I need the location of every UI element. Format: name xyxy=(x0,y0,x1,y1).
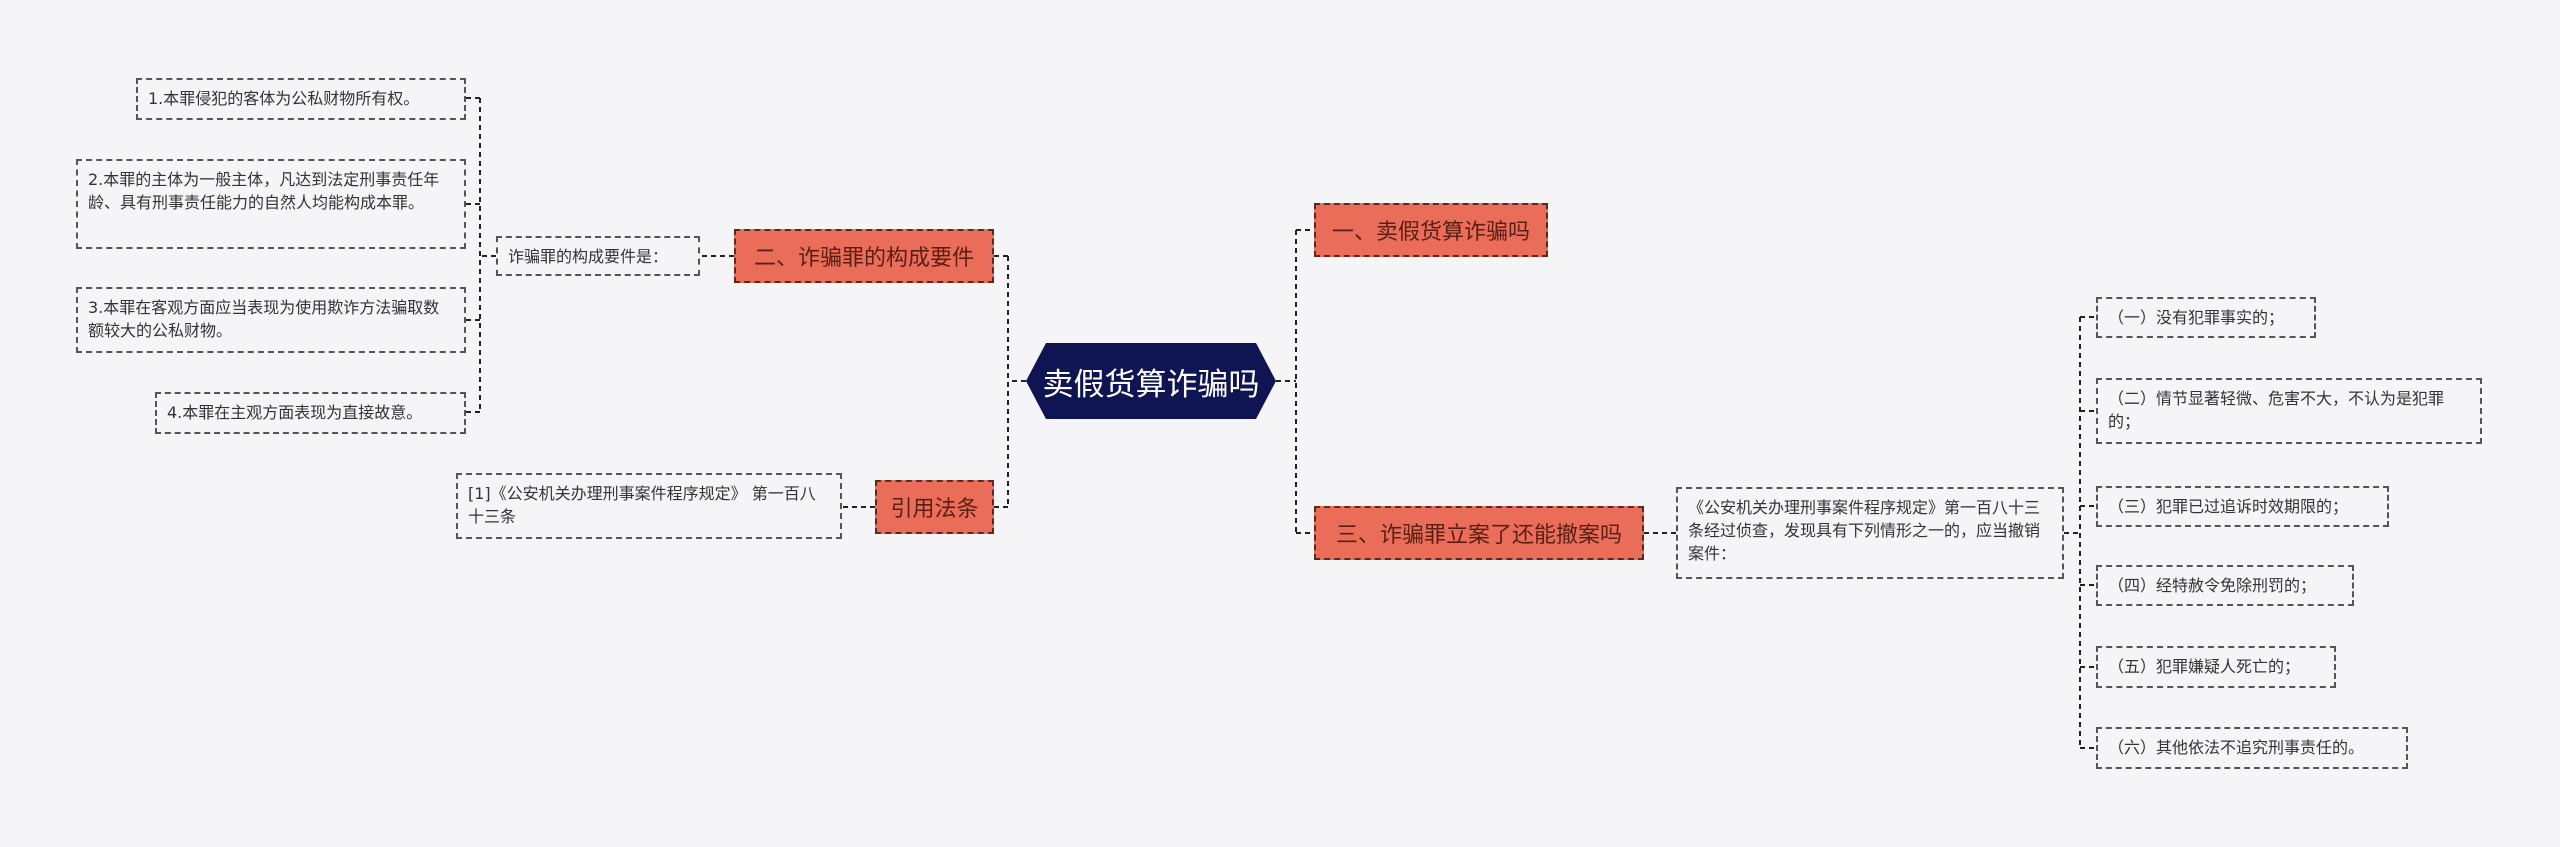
connector-root-right xyxy=(1276,229,1314,534)
case-node-1[interactable]: （一）没有犯罪事实的； xyxy=(2096,297,2316,338)
right-mid-node[interactable]: 《公安机关办理刑事案件程序规定》第一百八十三条经过侦查，发现具有下列情形之一的，… xyxy=(1676,487,2064,579)
branch-label: 二、诈骗罪的构成要件 xyxy=(753,246,974,271)
root-node[interactable]: 卖假货算诈骗吗 xyxy=(1026,343,1276,419)
leaf-text: （一）没有犯罪事实的； xyxy=(2108,308,2285,327)
leaf-text: （三）犯罪已过追诉时效期限的； xyxy=(2108,497,2349,516)
leaf-text: （五）犯罪嫌疑人死亡的； xyxy=(2108,657,2301,676)
left-mid-node[interactable]: 诈骗罪的构成要件是： xyxy=(496,236,700,276)
leaf-text: 诈骗罪的构成要件是： xyxy=(508,247,669,266)
leaf-text: 2.本罪的主体为一般主体，凡达到法定刑事责任年龄、具有刑事责任能力的自然人均能构… xyxy=(88,170,440,212)
leaf-text: （四）经特赦令免除刑罚的； xyxy=(2108,576,2317,595)
root-label: 卖假货算诈骗吗 xyxy=(1042,366,1260,403)
leaf-text: （二）情节显著轻微、危害不大，不认为是犯罪的； xyxy=(2108,389,2445,431)
element-node-1[interactable]: 1.本罪侵犯的客体为公私财物所有权。 xyxy=(136,78,466,120)
case-node-6[interactable]: （六）其他依法不追究刑事责任的。 xyxy=(2096,727,2408,769)
leaf-text: 3.本罪在客观方面应当表现为使用欺诈方法骗取数额较大的公私财物。 xyxy=(88,298,440,340)
connector-mid-elements xyxy=(466,97,496,413)
branch-label: 三、诈骗罪立案了还能撤案吗 xyxy=(1335,523,1622,548)
element-node-4[interactable]: 4.本罪在主观方面表现为直接故意。 xyxy=(155,392,466,434)
connector-mid-cases xyxy=(2064,316,2096,749)
connector-root-left xyxy=(994,255,1026,508)
branch-node-2[interactable]: 二、诈骗罪的构成要件 xyxy=(734,229,994,283)
leaf-text: 《公安机关办理刑事案件程序规定》第一百八十三条经过侦查，发现具有下列情形之一的，… xyxy=(1688,498,2041,563)
case-node-3[interactable]: （三）犯罪已过追诉时效期限的； xyxy=(2096,486,2389,527)
citation-node[interactable]: [1]《公安机关办理刑事案件程序规定》 第一百八十三条 xyxy=(456,473,842,539)
leaf-text: （六）其他依法不追究刑事责任的。 xyxy=(2108,738,2365,757)
element-node-3[interactable]: 3.本罪在客观方面应当表现为使用欺诈方法骗取数额较大的公私财物。 xyxy=(76,287,466,353)
branch-label: 一、卖假货算诈骗吗 xyxy=(1331,220,1530,245)
branch-label: 引用法条 xyxy=(890,497,979,522)
case-node-2[interactable]: （二）情节显著轻微、危害不大，不认为是犯罪的； xyxy=(2096,378,2482,444)
branch-node-1[interactable]: 一、卖假货算诈骗吗 xyxy=(1314,203,1548,257)
leaf-text: 4.本罪在主观方面表现为直接故意。 xyxy=(167,403,423,422)
branch-node-4[interactable]: 引用法条 xyxy=(875,480,994,534)
case-node-4[interactable]: （四）经特赦令免除刑罚的； xyxy=(2096,565,2354,606)
case-node-5[interactable]: （五）犯罪嫌疑人死亡的； xyxy=(2096,646,2336,688)
leaf-text: 1.本罪侵犯的客体为公私财物所有权。 xyxy=(148,89,420,108)
element-node-2[interactable]: 2.本罪的主体为一般主体，凡达到法定刑事责任年龄、具有刑事责任能力的自然人均能构… xyxy=(76,159,466,249)
leaf-text: [1]《公安机关办理刑事案件程序规定》 第一百八十三条 xyxy=(468,484,816,526)
branch-node-3[interactable]: 三、诈骗罪立案了还能撤案吗 xyxy=(1314,506,1644,560)
